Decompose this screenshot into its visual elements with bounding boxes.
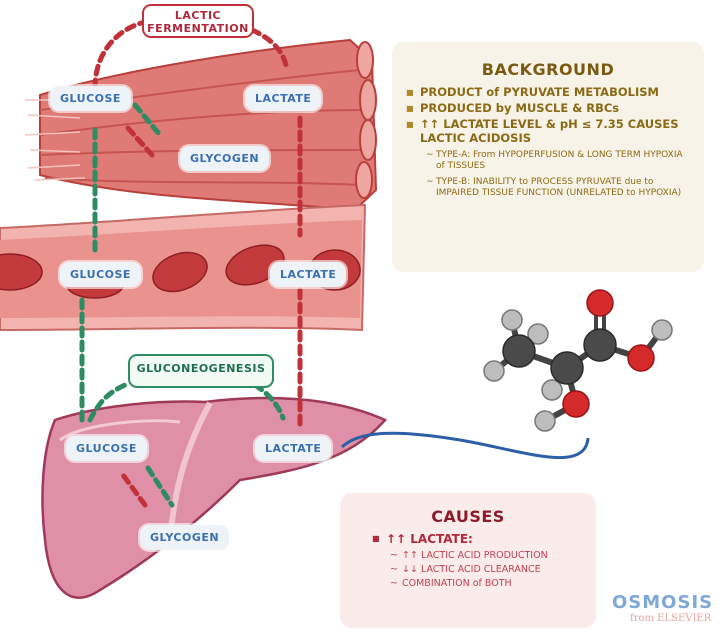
causes-subitem: COMBINATION of BOTH: [390, 578, 596, 589]
gluconeogenesis-box: GLUCONEOGENESIS: [128, 354, 274, 388]
lactic-acid-molecule: [483, 289, 673, 432]
pathway-arrows: [79, 19, 303, 508]
muscle-glycogen-label: GLYCOGEN: [180, 146, 270, 171]
arrow-liver-glycogen-to-glucose: [120, 472, 148, 508]
muscle-illustration: [24, 38, 378, 212]
causes-bullet: ↑↑ LACTATE:: [372, 532, 596, 546]
liver-illustration: [41, 396, 388, 599]
arrow-muscle-glycogen-to-glucose: [125, 125, 155, 158]
connector-line: [340, 431, 590, 460]
background-bullet: PRODUCT of PYRUVATE METABOLISM: [406, 85, 704, 100]
liver-lactate-label: LACTATE: [255, 436, 332, 461]
arrow-glucose-to-fermentation: [92, 19, 148, 91]
blood-vessel-illustration: [0, 203, 367, 332]
arrow-fermentation-to-lactate: [249, 27, 290, 73]
background-title: BACKGROUND: [481, 60, 615, 79]
background-bullet: ↑↑ LACTATE LEVEL & pH ≤ 7.35 CAUSES LACT…: [406, 117, 704, 145]
muscle-glucose-label: GLUCOSE: [50, 86, 131, 111]
logo-subtitle: from ELSEVIER: [630, 613, 712, 624]
blood-glucose-label: GLUCOSE: [60, 262, 141, 287]
osmosis-logo: OSMOSIS from ELSEVIER: [612, 592, 713, 624]
background-subitem: TYPE-B: INABILITY to PROCESS PYRUVATE du…: [426, 177, 684, 199]
lactic-fermentation-box: LACTIC FERMENTATION: [142, 4, 254, 38]
liver-glucose-label: GLUCOSE: [66, 436, 147, 461]
liver-glycogen-label: GLYCOGEN: [140, 525, 230, 550]
causes-panel: CAUSES ↑↑ LACTATE: ↑↑ LACTIC ACID PRODUC…: [340, 493, 596, 628]
blood-lactate-label: LACTATE: [270, 262, 347, 287]
causes-title: CAUSES: [431, 507, 505, 526]
causes-subitem: ↓↓ LACTIC ACID CLEARANCE: [390, 564, 596, 575]
muscle-lactate-label: LACTATE: [245, 86, 322, 111]
arrow-muscle-glucose-to-glycogen: [132, 102, 163, 138]
arrow-liver-glucose-to-glycogen: [145, 465, 175, 508]
background-subitem: TYPE-A: From HYPOPERFUSION & LONG TERM H…: [426, 150, 684, 172]
background-bullet: PRODUCED by MUSCLE & RBCs: [406, 101, 704, 116]
causes-subitem: ↑↑ LACTIC ACID PRODUCTION: [390, 550, 596, 561]
background-panel: BACKGROUND PRODUCT of PYRUVATE METABOLIS…: [392, 42, 704, 272]
logo-name: OSMOSIS: [612, 592, 714, 613]
